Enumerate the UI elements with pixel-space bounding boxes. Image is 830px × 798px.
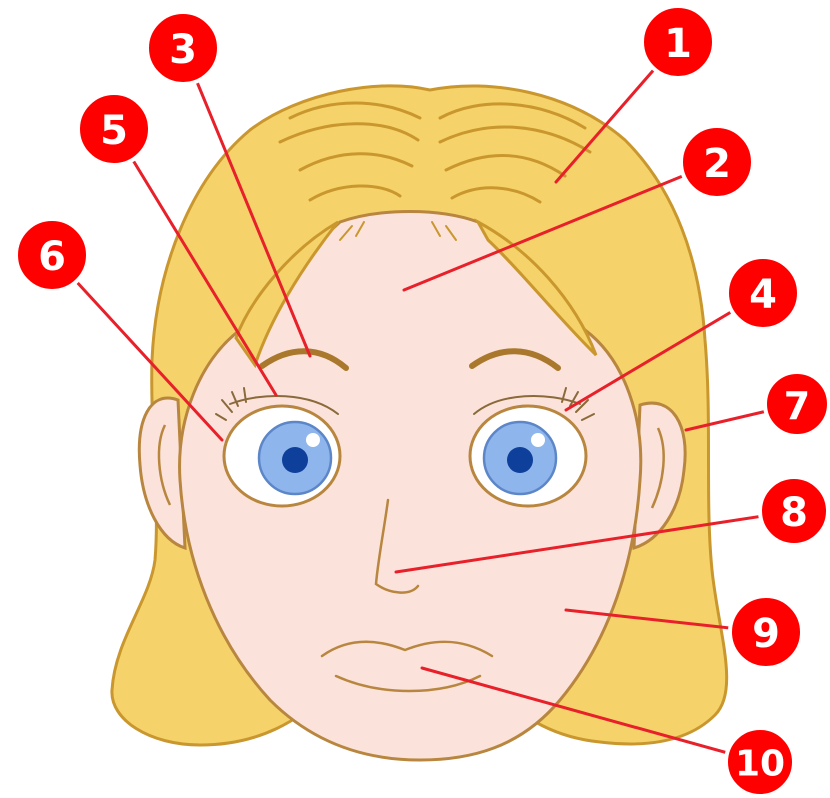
callout-3: 3 (147, 12, 219, 84)
left-ear (139, 398, 185, 548)
callout-4-label: 4 (749, 272, 777, 318)
callout-6: 6 (16, 219, 88, 291)
callout-7-label: 7 (784, 384, 810, 428)
left-eye (224, 406, 340, 506)
callout-1: 1 (642, 6, 714, 78)
callout-8-label: 8 (780, 490, 808, 536)
callout-10-label: 10 (735, 744, 785, 785)
callout-6-label: 6 (38, 234, 66, 280)
callout-2: 2 (681, 126, 753, 198)
callout-5-label: 5 (100, 108, 128, 154)
callout-4: 4 (727, 257, 799, 329)
callout-9: 9 (730, 596, 802, 668)
callout-2-label: 2 (703, 141, 731, 187)
callout-3-label: 3 (169, 27, 197, 73)
callout-8: 8 (760, 477, 828, 545)
callout-5: 5 (78, 93, 150, 165)
right-eye (470, 406, 586, 506)
callout-7: 7 (765, 372, 829, 436)
callout-9-label: 9 (752, 611, 780, 657)
callout-1-label: 1 (664, 21, 692, 67)
callout-10: 10 (726, 728, 794, 796)
